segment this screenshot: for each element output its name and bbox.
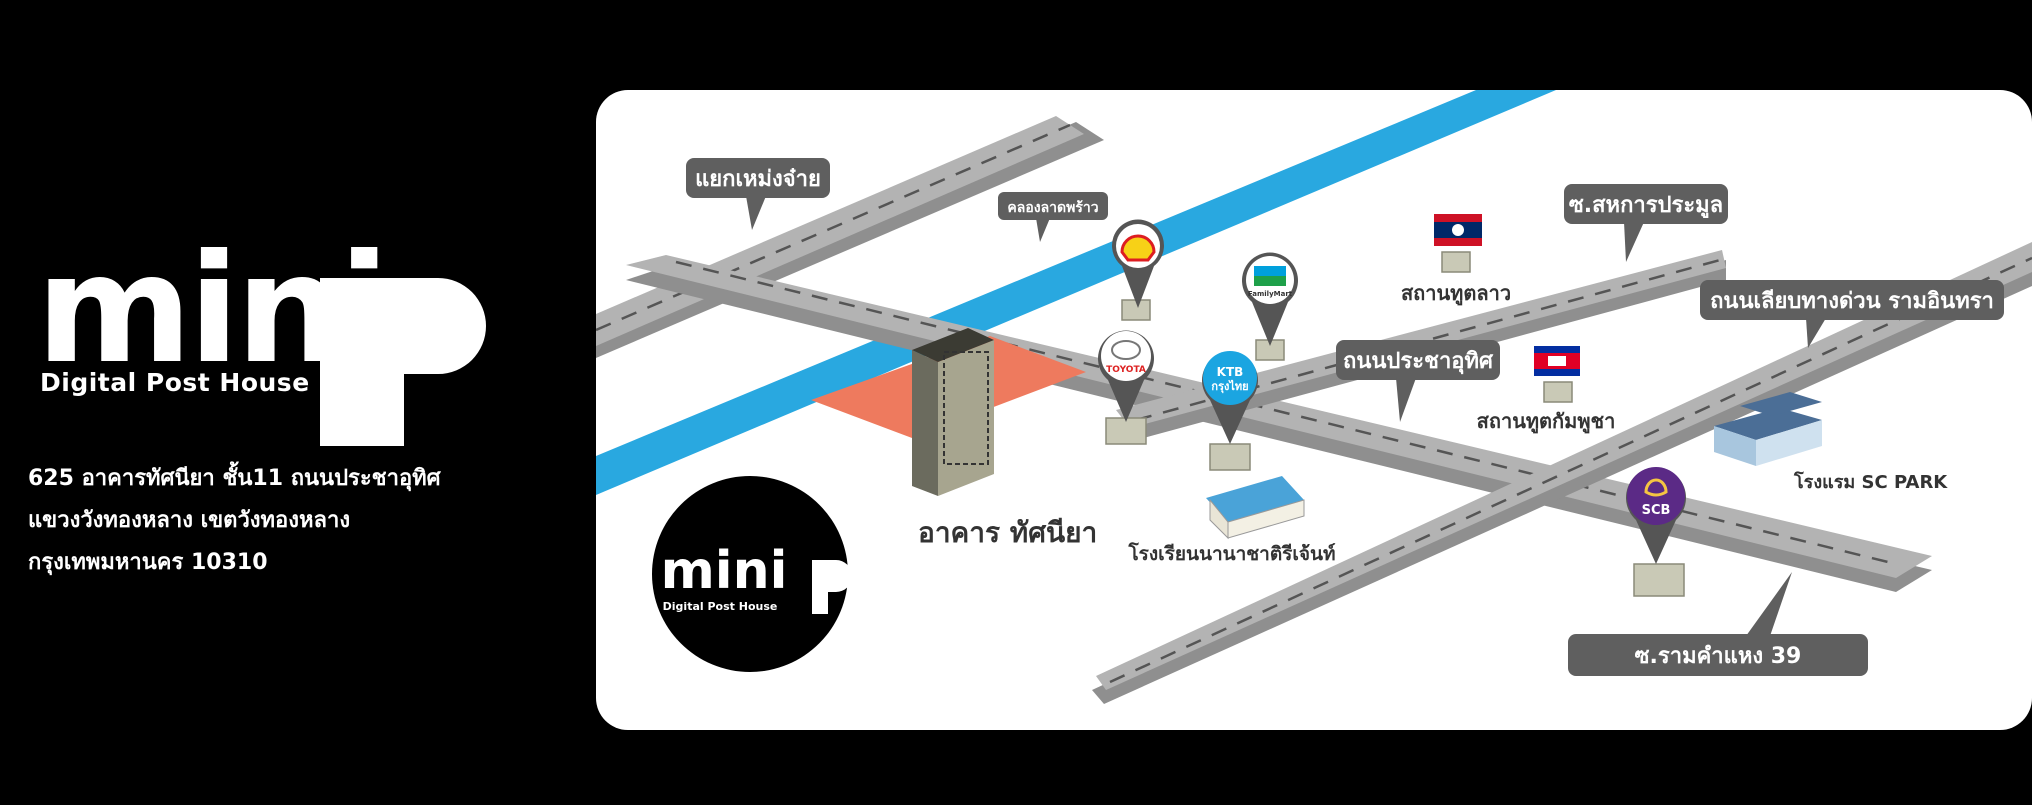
callout-intersection: แยกเหม่งจ๋าย: [686, 158, 830, 230]
lao-flag-icon: [1434, 214, 1482, 246]
mini-badge-tagline: Digital Post House: [663, 600, 778, 613]
address-block: 625 อาคารทัศนียา ชั้น11 ถนนประชาอุทิศ แข…: [28, 458, 441, 584]
landmark-boxes: [1105, 251, 1685, 597]
callout-ramkhamhaeng-label: ซ.รามคำแหง 39: [1635, 644, 1802, 669]
lao-embassy-label: สถานทูตลาว: [1401, 281, 1511, 307]
callout-canal-label: คลองลาดพร้าว: [1007, 200, 1098, 216]
address-line-1: 625 อาคารทัศนียา ชั้น11 ถนนประชาอุทิศ: [28, 466, 441, 491]
callout-soi-sahakarn-label: ซ.สหการประมูล: [1569, 193, 1723, 219]
hotel-label: โรงแรม SC PARK: [1793, 471, 1948, 493]
school-label: โรงเรียนนานาชาติรีเจ้นท์: [1127, 542, 1335, 565]
cambodia-embassy-label: สถานทูตกัมพูชา: [1477, 409, 1616, 435]
callout-expressway-label: ถนนเลียบทางด่วน รามอินทรา: [1710, 289, 1994, 314]
brand-p-glyph: [320, 278, 486, 446]
building-name: อาคาร ทัศนียา: [918, 516, 1097, 549]
callout-pracha-uthit-label: ถนนประชาอุทิศ: [1343, 349, 1494, 375]
callout-canal: คลองลาดพร้าว: [998, 192, 1108, 242]
mini-badge-name: mini: [661, 541, 788, 601]
toyota-pin-label: TOYOTA: [1106, 365, 1146, 375]
building-icon: [912, 328, 994, 496]
ktb-pin-label-th: กรุงไทย: [1211, 379, 1248, 394]
callout-expressway: ถนนเลียบทางด่วน รามอินทรา: [1700, 280, 2004, 348]
brand-tagline: Digital Post House: [40, 368, 310, 397]
address-line-3: กรุงเทพมหานคร 10310: [28, 550, 268, 575]
ktb-pin-label-en: KTB: [1217, 365, 1244, 379]
family-mart-pin-label: FamilyMart: [1248, 290, 1293, 298]
brand-logo: mini Digital Post House: [36, 235, 516, 460]
callout-soi-sahakarn: ซ.สหการประมูล: [1564, 184, 1728, 262]
callout-intersection-label: แยกเหม่งจ๋าย: [695, 167, 821, 192]
scb-pin: SCB: [1626, 467, 1686, 564]
callout-ramkhamhaeng: ซ.รามคำแหง 39: [1568, 572, 1868, 676]
school-icon: [1206, 476, 1305, 540]
hotel-icon: [1714, 392, 1822, 466]
toyota-pin: TOYOTA: [1098, 330, 1154, 422]
ktb-pin: KTB กรุงไทย: [1202, 351, 1258, 444]
family-mart-pin: FamilyMart: [1242, 252, 1298, 346]
location-map: แยกเหม่งจ๋าย คลองลาดพร้าว ซ.สหการประมูล …: [596, 90, 2032, 730]
scb-pin-label: SCB: [1642, 503, 1671, 518]
shell-pin: [1112, 219, 1164, 308]
callout-pracha-uthit: ถนนประชาอุทิศ: [1336, 340, 1500, 422]
address-line-2: แขวงวังทองหลาง เขตวังทองหลาง: [28, 508, 351, 533]
road-expressway: [1092, 242, 2032, 704]
cambodia-flag-icon: [1534, 346, 1580, 376]
mini-badge: mini Digital Post House: [652, 476, 852, 672]
